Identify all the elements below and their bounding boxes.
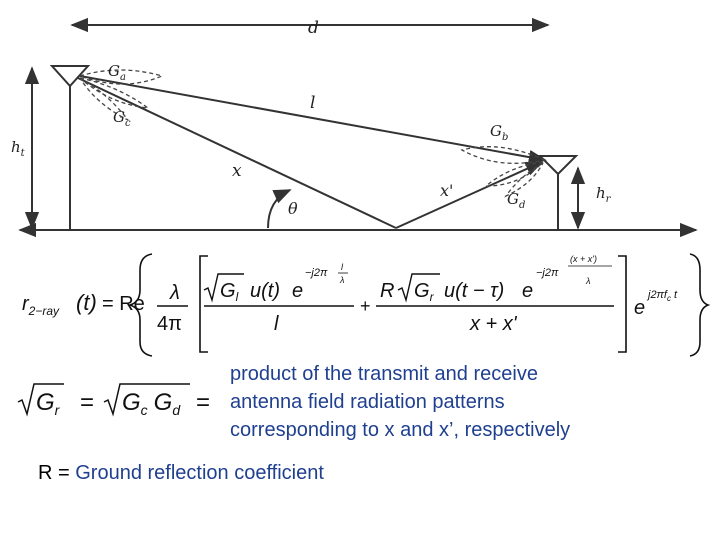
Gb-label: Gb	[490, 122, 508, 143]
rx-radiation-lobes	[460, 146, 546, 198]
ht-label: ht	[11, 138, 26, 159]
l-label: l	[310, 93, 315, 113]
eq-exp1-den: λ	[339, 275, 344, 285]
reflection-key: R =	[38, 462, 70, 484]
receive-antenna	[537, 155, 579, 230]
eq-sqrt2	[397, 273, 440, 303]
eq-Gr: Gr	[414, 280, 435, 304]
gain-sqrt-rhs	[103, 383, 190, 417]
Gd-label: Gd	[507, 190, 525, 211]
eq-ut-tau: u(t − τ)	[444, 280, 504, 302]
two-ray-equation: r2−ray (t) = Re λ 4π Gl u(t) e −j2π l λ …	[22, 253, 711, 357]
eq-e1: e	[292, 280, 303, 302]
hr-label: hr	[596, 184, 612, 205]
gain-description-line3: corresponding to x and x’, respectively	[230, 419, 571, 441]
reflected-path-x	[77, 77, 397, 229]
x-label: x	[232, 161, 242, 181]
eq-lhs: r2−ray	[22, 293, 60, 318]
eq-re: = Re	[102, 293, 145, 315]
tx-radiation-lobes	[79, 69, 164, 121]
eq-left-brace	[127, 253, 153, 357]
xp-label: x'	[440, 181, 453, 200]
reflected-path-xp	[395, 161, 544, 229]
eq-left-bracket	[199, 255, 208, 353]
eq-sqrt1	[203, 273, 244, 303]
eq-exp2-num: (x + x')	[570, 254, 597, 264]
eq-den1: l	[274, 313, 279, 335]
eq-exp2: −j2π	[536, 267, 559, 279]
reflection-definition: R = Ground reflection coefficient	[38, 462, 324, 485]
theta-angle-arc	[267, 189, 292, 229]
eq-lambda: λ	[169, 282, 180, 304]
eq-Gl: Gl	[220, 280, 239, 304]
gain-description: product of the transmit and receive ante…	[230, 360, 570, 444]
eq-4pi: 4π	[157, 313, 182, 335]
eq-R: R	[380, 280, 394, 302]
eq-carrier-e: e	[634, 297, 645, 319]
eq-den2: x + x'	[469, 313, 518, 335]
eq-right-bracket	[618, 255, 627, 353]
d-label: d	[308, 18, 319, 38]
eq-ut: u(t)	[250, 280, 280, 302]
gain-eq1: =	[80, 389, 94, 416]
eq-exp1: −j2π	[305, 267, 328, 279]
gain-sqrt-lhs	[17, 383, 64, 417]
gain-description-line1: product of the transmit and receive	[230, 363, 538, 385]
eq-right-brace	[689, 253, 711, 357]
los-path-l	[79, 75, 547, 165]
eq-e2: e	[522, 280, 533, 302]
Ga-label: Ga	[108, 62, 126, 83]
Gc-label: Gc	[113, 108, 131, 129]
eq-exp1-num: l	[341, 262, 344, 272]
eq-t: (t)	[76, 290, 97, 315]
gain-eq2: =	[196, 389, 210, 416]
eq-exp2-den: λ	[585, 276, 590, 286]
gain-description-line2: antenna field radiation patterns	[230, 391, 505, 413]
reflection-value: Ground reflection coefficient	[75, 462, 324, 484]
theta-label: θ	[288, 199, 298, 218]
transmit-antenna	[49, 65, 91, 230]
gain-lhs: Gr	[36, 389, 61, 418]
eq-plus: +	[360, 296, 371, 316]
